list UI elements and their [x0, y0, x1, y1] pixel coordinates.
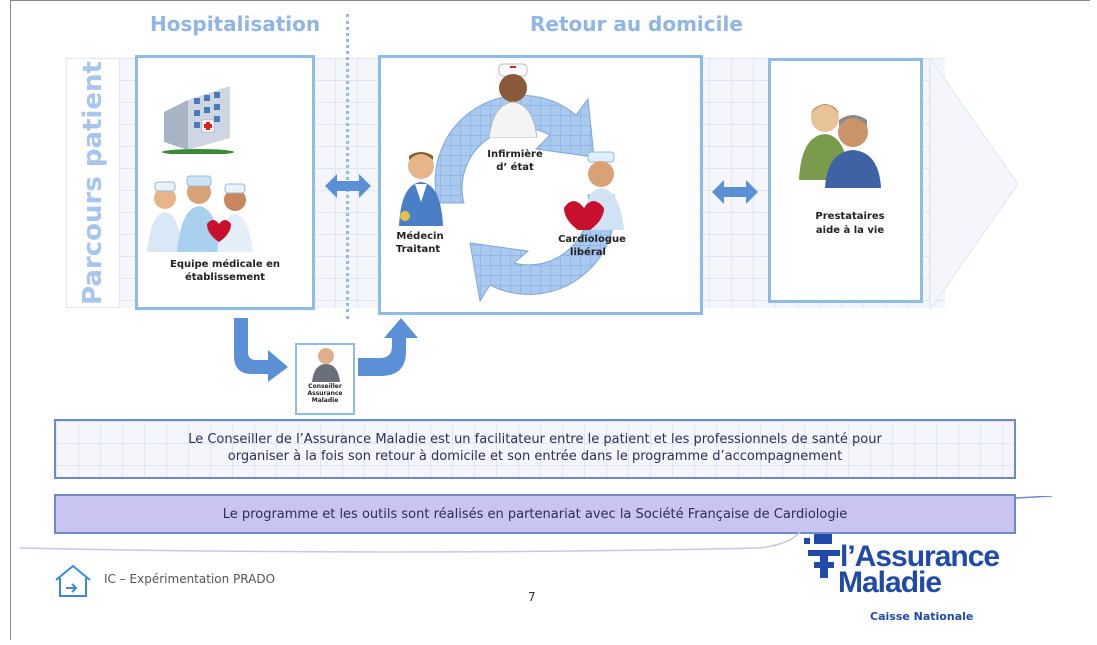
conseiller-label-line2: Assurance	[307, 390, 343, 397]
conseiller-explanation-line2: organiser à la fois son retour à domicil…	[227, 449, 843, 464]
parcours-label-box	[66, 58, 120, 308]
infirmiere-label-line2: d’ état	[496, 162, 534, 173]
medical-team-icon	[147, 175, 253, 252]
hospital-building-icon	[162, 86, 234, 154]
assurance-maladie-emblem-icon	[804, 534, 840, 578]
infirmiere-label-line1: Infirmière	[487, 149, 543, 160]
medecin-label-line2: Traitant	[395, 244, 441, 255]
equipe-medicale-label: Equipe médicale en établissement	[169, 259, 280, 283]
prestataires-label-line1: Prestataires	[815, 211, 885, 222]
cardiologist-icon	[564, 151, 624, 230]
doctor-icon	[399, 152, 443, 226]
double-arrow-right	[712, 180, 758, 204]
nurse-icon	[488, 63, 538, 138]
home-icon	[55, 564, 91, 597]
arrow-to-conseiller	[234, 318, 288, 382]
prestataires-label-line2: aide à la vie	[815, 225, 885, 236]
conseiller-label-line3: Maladie	[311, 397, 339, 404]
caregivers-icon	[799, 104, 881, 188]
footer-swoosh	[19, 496, 1053, 553]
page-number: 7	[528, 590, 536, 604]
double-arrow-left	[325, 174, 371, 198]
conseiller-label-line1: Conseiller	[308, 383, 342, 390]
partenariat-banner: Le programme et les outils sont réalisés…	[54, 494, 1016, 534]
retour-domicile-title: Retour au domicile	[530, 12, 743, 36]
parcours-label: Parcours patient	[78, 61, 108, 305]
cardiologue-label-line1: Cardiologue	[558, 234, 626, 245]
conseiller-explanation-line1: Le Conseiller de l’Assurance Maladie est…	[188, 432, 882, 447]
care-cycle-arrow-icon	[434, 94, 616, 303]
slide-left-border	[10, 0, 11, 640]
conseiller-icon	[312, 348, 340, 382]
hospitalisation-title: Hospitalisation	[150, 12, 321, 36]
logo-maladie: Maladie	[838, 566, 942, 599]
experimentation-label: IC – Expérimentation PRADO	[104, 572, 276, 586]
partenariat-text: Le programme et les outils sont réalisés…	[222, 507, 848, 522]
conseiller-label: Conseiller Assurance Maladie	[297, 383, 353, 404]
arrow-from-conseiller	[358, 318, 418, 376]
process-arrow-head	[930, 58, 1019, 310]
medecin-label-line1: Médecin	[396, 231, 444, 242]
logo-assurance: l’Assurance	[840, 540, 1000, 573]
slide-top-border	[10, 0, 1090, 1]
phase-separator	[346, 14, 349, 319]
logo-caisse-nationale: Caisse Nationale	[870, 610, 974, 623]
conseiller-explanation-banner: Le Conseiller de l’Assurance Maladie est…	[54, 419, 1016, 479]
cardiologue-label-line2: libéral	[570, 247, 606, 258]
